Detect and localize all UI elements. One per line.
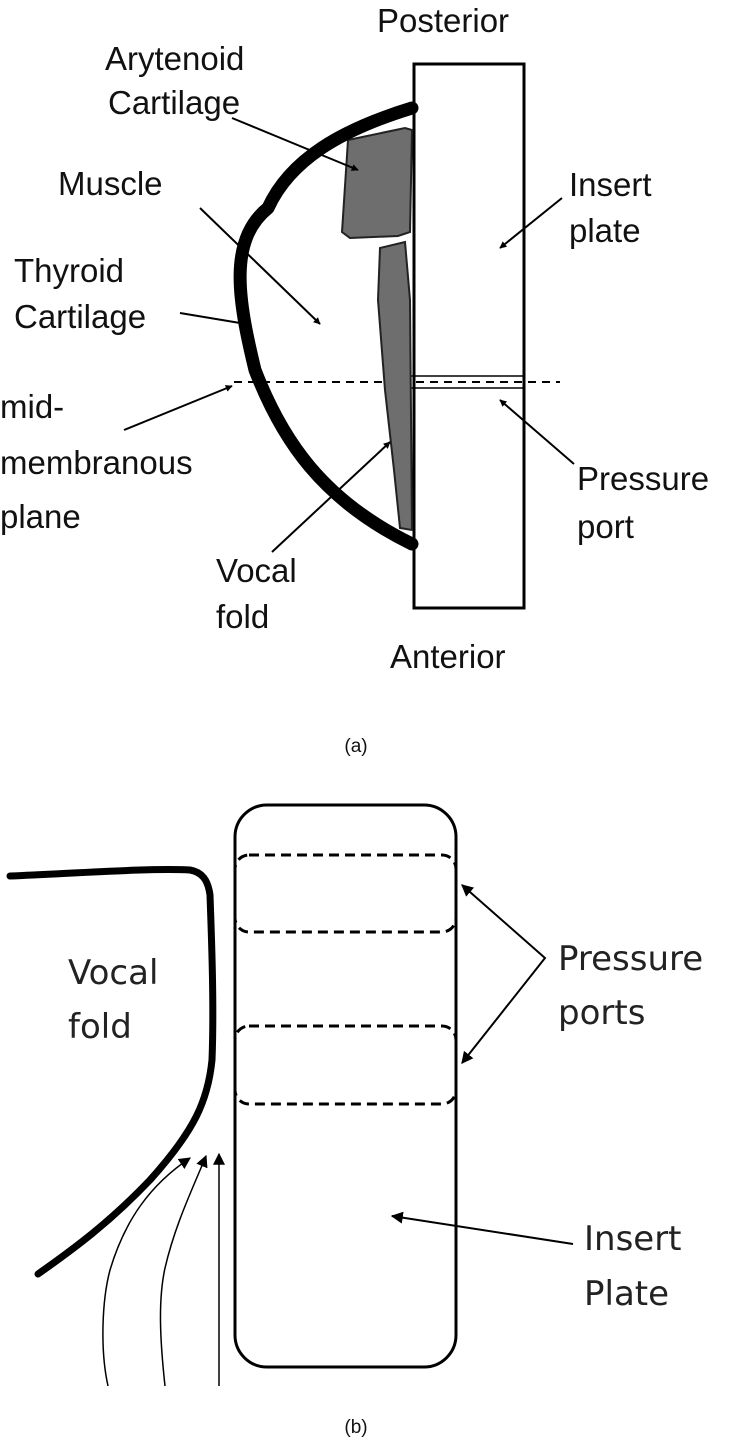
caption-b: (b) <box>344 1417 367 1438</box>
thyroid-cartilage <box>233 101 419 551</box>
label-b-pressure-2: ports <box>558 993 645 1033</box>
arrow-pressure-port <box>499 399 575 465</box>
label-insert-2: plate <box>569 212 641 249</box>
airflow-line-2 <box>159 1154 208 1387</box>
label-midplane-3: plane <box>0 498 81 535</box>
label-b-insert-2: Plate <box>584 1274 669 1314</box>
arrow-vocal-fold <box>271 441 391 553</box>
label-muscle: Muscle <box>58 165 163 202</box>
label-pressure-1: Pressure <box>577 460 709 497</box>
label-b-insert-1: Insert <box>584 1219 682 1259</box>
label-posterior: Posterior <box>377 2 509 39</box>
label-b-pressure-1: Pressure <box>558 939 703 979</box>
caption-a: (a) <box>344 736 367 757</box>
arrow-insert-plate-b <box>390 1211 574 1245</box>
arrow-thyroid <box>179 312 247 327</box>
arrow-pressure-ports <box>461 884 547 1064</box>
label-pressure-2: port <box>577 508 634 545</box>
panel-b: Vocal fold Pressure ports Insert Plate (… <box>6 803 703 1438</box>
label-thyroid-1: Thyroid <box>14 252 124 289</box>
label-vocal-2: fold <box>216 598 269 635</box>
label-thyroid-2: Cartilage <box>14 298 146 335</box>
arrow-insert-plate <box>499 197 563 249</box>
insert-plate-b <box>233 803 458 1369</box>
label-vocal-1: Vocal <box>216 552 297 589</box>
arytenoid-cartilage <box>340 126 414 240</box>
vocal-fold-a <box>376 240 414 532</box>
label-arytenoid-1: Arytenoid <box>105 40 244 77</box>
vocal-fold-b <box>6 866 217 1278</box>
panel-a: Posterior Anterior Arytenoid Cartilage M… <box>0 2 709 757</box>
label-b-vocal-2: fold <box>68 1007 132 1047</box>
label-anterior: Anterior <box>390 638 506 675</box>
arrow-arytenoid <box>231 117 359 171</box>
airflow-line-1 <box>102 1157 191 1387</box>
label-midplane-2: membranous <box>0 444 193 481</box>
pressure-port-upper <box>233 853 458 934</box>
label-arytenoid-2: Cartilage <box>108 84 240 121</box>
arrow-midplane <box>123 385 233 431</box>
insert-plate <box>412 62 526 610</box>
label-b-vocal-1: Vocal <box>68 953 158 993</box>
label-insert-1: Insert <box>569 166 652 203</box>
label-midplane-1: mid- <box>0 388 64 425</box>
arrow-muscle <box>199 207 321 325</box>
pressure-port-lower <box>233 1024 458 1106</box>
